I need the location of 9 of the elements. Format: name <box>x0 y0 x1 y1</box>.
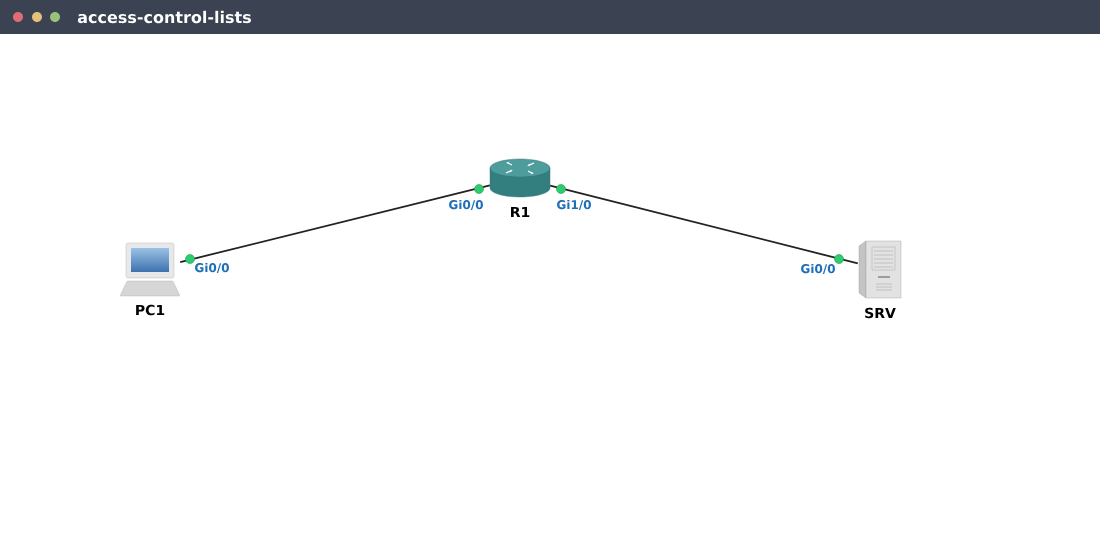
port-label: Gi0/0 <box>801 263 835 275</box>
device-label: SRV <box>865 307 896 319</box>
device-label: R1 <box>511 206 530 218</box>
window-title: access-control-lists <box>77 10 251 24</box>
port-label: Gi1/0 <box>557 199 591 211</box>
device-label: PC1 <box>136 304 165 316</box>
link-line <box>549 184 859 265</box>
port-label: Gi0/0 <box>195 262 229 274</box>
port-label: Gi0/0 <box>449 199 483 211</box>
